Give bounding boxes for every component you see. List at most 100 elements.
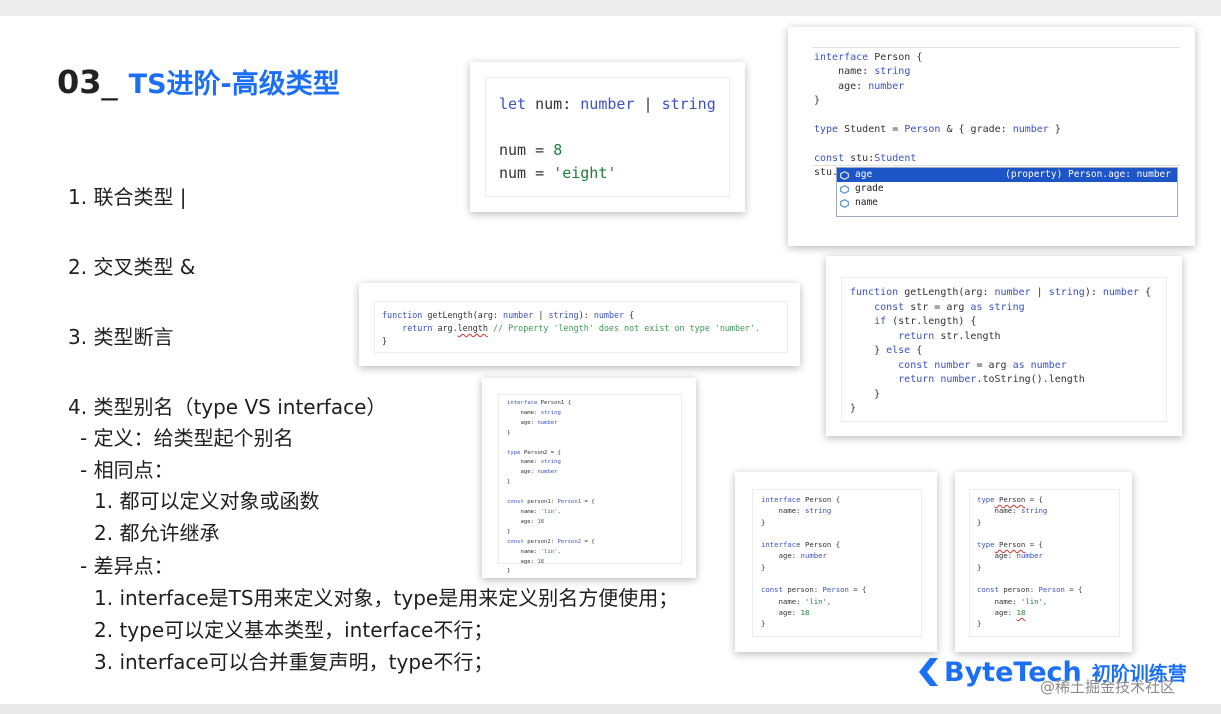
code-token: age: xyxy=(977,607,1017,617)
code-token: string xyxy=(874,66,911,78)
code-token: Person1 { xyxy=(537,400,571,406)
code-token: name: xyxy=(761,506,805,516)
code-token: { xyxy=(624,310,635,320)
autocomplete-dropdown[interactable]: age (property) Person.age: number grade … xyxy=(836,167,1178,217)
code-token: } xyxy=(761,562,766,572)
type-merge-card: type Person = { name: string } type Pers… xyxy=(955,472,1132,652)
code-token: string xyxy=(548,310,579,320)
property-icon xyxy=(840,170,849,180)
autocomplete-item-age[interactable]: age (property) Person.age: number xyxy=(837,168,1177,182)
code-token: const xyxy=(977,585,999,595)
code-token: Person2 = { xyxy=(520,449,561,456)
code-token: function xyxy=(382,310,423,320)
code-token: as xyxy=(970,301,983,313)
code-token: interface xyxy=(814,52,869,63)
union-code: let num: number | string num = 8 num = '… xyxy=(499,93,716,185)
title-number: 03 xyxy=(57,63,102,101)
autocomplete-item-grade[interactable]: grade xyxy=(837,182,1177,196)
code-token: } xyxy=(507,528,511,535)
code-token: const xyxy=(850,359,929,371)
code-token: name: xyxy=(507,508,541,515)
code-token: 8 xyxy=(553,141,563,159)
code-token: string xyxy=(982,301,1025,313)
item-similarity-1: 1. 都可以定义对象或函数 xyxy=(94,489,320,513)
bytetech-logo-icon xyxy=(919,658,938,686)
bottom-bar xyxy=(0,704,1221,714)
code-token: const xyxy=(761,585,783,595)
code-error-token: Person xyxy=(994,540,1026,550)
code-token: age: xyxy=(507,419,538,426)
code-token: = { xyxy=(581,538,595,545)
code-token: arg. xyxy=(432,323,458,333)
code-token: return xyxy=(850,374,935,385)
code-token: type xyxy=(507,449,521,456)
code-token: (str.length) { xyxy=(886,316,977,327)
editor-line-border xyxy=(812,165,1180,166)
code-error-token: Person xyxy=(994,495,1026,504)
code-token: Student = xyxy=(838,124,905,136)
code-token: { xyxy=(1139,287,1152,298)
code-token: const xyxy=(507,499,524,506)
code-token: } xyxy=(382,336,388,346)
code-token: Person xyxy=(822,585,849,595)
code-token: = { xyxy=(1025,495,1043,504)
autocomplete-label: grade xyxy=(855,183,884,194)
interface-merge-card: interface Person { name: string } interf… xyxy=(735,472,937,652)
code-token: string xyxy=(540,409,561,416)
code-token: Person { xyxy=(800,495,841,504)
intersection-code: interface Person { name: string age: num… xyxy=(814,51,1061,181)
code-token: string xyxy=(804,506,832,516)
code-comment: // Property 'length' does not exist on t… xyxy=(487,323,761,333)
slide-title: 03_ TS进阶-高级类型 xyxy=(57,62,340,105)
item-type-alias: 4. 类型别名（type VS interface） xyxy=(68,395,387,419)
assertion-error-card: function getLength(arg: number | string)… xyxy=(359,283,800,366)
type-merge-frame: type Person = { name: string } type Pers… xyxy=(969,489,1120,637)
code-token: } xyxy=(507,568,511,575)
code-token: name: xyxy=(977,596,1021,606)
item-similarity-2: 2. 都允许继承 xyxy=(94,521,220,545)
code-token: age: xyxy=(761,607,801,617)
code-token: 'lin', xyxy=(804,596,832,606)
union-code-card: let num: number | string num = 8 num = '… xyxy=(470,62,745,212)
code-token: person: xyxy=(998,585,1039,595)
item-difference-3: 3. interface可以合并重复声明，type不行； xyxy=(94,650,494,674)
code-token: return xyxy=(850,330,935,342)
code-token: age: xyxy=(507,469,538,476)
code-token: .toString().length xyxy=(976,374,1085,385)
type-merge-code: type Person = { name: string } type Pers… xyxy=(977,494,1082,630)
code-token: | xyxy=(634,95,662,113)
code-token: } xyxy=(977,562,982,572)
autocomplete-item-name[interactable]: name xyxy=(837,196,1177,210)
code-token: as xyxy=(1012,359,1025,371)
code-token: if xyxy=(850,316,887,327)
item-type-assertion: 3. 类型断言 xyxy=(68,325,174,349)
code-token: number xyxy=(1012,124,1049,136)
code-token: age: xyxy=(977,551,1017,561)
property-icon xyxy=(840,184,849,194)
title-separator: _ xyxy=(101,63,118,101)
autocomplete-label: age xyxy=(855,169,873,180)
code-token: num: xyxy=(526,95,581,113)
code-token: person: xyxy=(782,585,823,595)
code-token: let xyxy=(499,95,527,113)
code-token: interface xyxy=(507,400,538,406)
code-token: & { grade: xyxy=(940,124,1013,136)
code-token: num = xyxy=(499,164,554,182)
code-token: stu: xyxy=(844,152,875,164)
alias-code-card: interface Person1 { name: string age: nu… xyxy=(482,378,696,578)
code-token: } xyxy=(977,517,982,527)
code-error-token: 18 xyxy=(1016,607,1026,617)
item-definition: - 定义：给类型起个别名 xyxy=(80,426,294,450)
code-token: } xyxy=(850,388,881,400)
code-token: string xyxy=(540,459,561,466)
code-token: const xyxy=(814,152,845,164)
code-token: } xyxy=(977,619,982,629)
code-token: } xyxy=(761,619,766,629)
code-token: Person xyxy=(1038,585,1065,595)
code-token: age: xyxy=(507,518,538,525)
alias-code-frame: interface Person1 { name: string age: nu… xyxy=(498,394,682,574)
code-token: Person2 xyxy=(557,538,582,545)
intersection-code-card: interface Person { name: string age: num… xyxy=(788,27,1195,246)
assertion-fix-card: function getLength(arg: number | string)… xyxy=(826,256,1182,436)
assertion-error-code: function getLength(arg: number | string)… xyxy=(382,309,760,348)
